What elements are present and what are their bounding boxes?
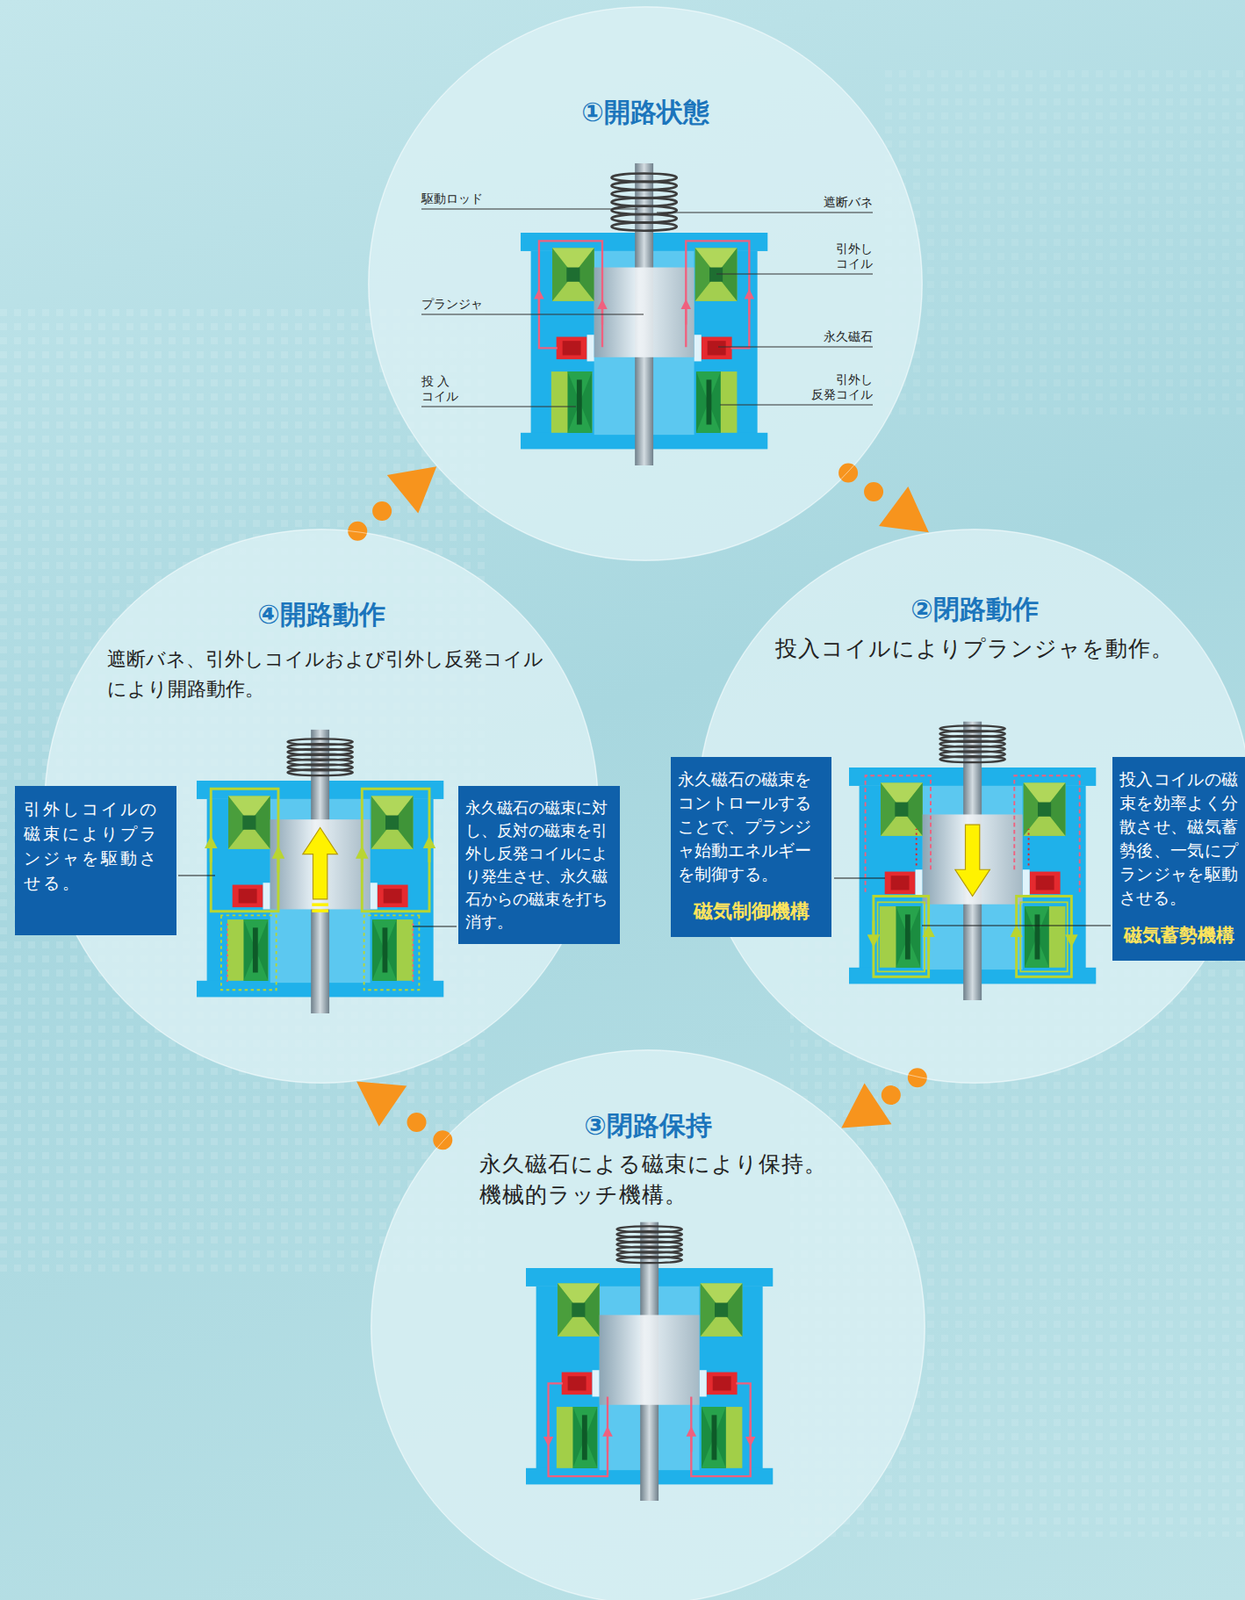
callout-box: 引外しコイルの磁束によりプランジャを駆動させる。 [14, 785, 177, 936]
circle-fill [367, 6, 923, 562]
state-title: ③閉路保持 [370, 1109, 926, 1142]
cycle-arrow [357, 466, 437, 532]
mechanism-closed-hold [690, 1382, 750, 1476]
mechanism-closing [922, 813, 1023, 904]
leader-line [718, 346, 873, 348]
mechanism-open-state [539, 240, 603, 348]
mechanism-open-state [594, 267, 695, 358]
callout-leader [412, 925, 457, 927]
dotted-line [403, 1112, 443, 1140]
callout-box: 永久磁石の磁束に対し、反対の磁束を引外し反発コイルにより発生させ、永久磁石からの… [458, 785, 620, 944]
mechanism-closing [865, 775, 931, 977]
mechanism-closed-hold [548, 1382, 608, 1476]
leader-line [421, 406, 576, 408]
circle-outline [368, 7, 922, 561]
mechanism-opening [196, 729, 444, 1014]
mechanism-opening [311, 902, 329, 906]
part-label: プランジャ [421, 296, 483, 312]
mechanism-opening [361, 788, 430, 990]
mechanism-open-state [611, 173, 677, 231]
arrow-head [387, 466, 437, 513]
cycle-arrow [356, 1080, 443, 1140]
mechanism-opening [287, 738, 353, 776]
part-label: 永久磁石 [802, 329, 873, 345]
circle-outline [367, 6, 923, 562]
state-title: ②閉路動作 [697, 593, 1245, 626]
arrow-head [878, 486, 929, 533]
callout-text: 永久磁石の磁束に対し、反対の磁束を引外し反発コイルにより発生させ、永久磁石からの… [465, 796, 613, 934]
dotted-line [357, 502, 393, 532]
circle-outline [371, 1050, 925, 1600]
mechanism-opening [361, 788, 430, 990]
leader-line [421, 208, 638, 210]
callout-text: 引外しコイルの磁束によりプランジャを駆動させる。 [23, 796, 168, 895]
callout-leader [921, 924, 1111, 926]
mechanism-closed-hold [690, 1382, 750, 1476]
callout-box: 投入コイルの磁束を効率よく分散させ、磁気蓄勢後、一気にプランジャを駆動させる。磁… [1112, 756, 1245, 961]
leader-line [719, 404, 873, 406]
cycle-arrow [848, 473, 929, 533]
state-circle: ④開路動作遮断バネ、引外しコイルおよび引外し反発コイルにより開路動作。引外しコイ… [43, 528, 599, 1084]
arrow-head [841, 1083, 892, 1129]
callout-text: 永久磁石の磁束をコントロールすることで、プランジャ始動エネルギーを制御する。 [677, 767, 825, 886]
arrow-head [356, 1080, 407, 1126]
part-label: 引外し 反発コイル [802, 372, 873, 403]
callout-leader [178, 874, 216, 876]
part-label: 遮断バネ [802, 194, 873, 210]
mechanism-closing [1014, 775, 1080, 977]
leader-line [656, 212, 873, 214]
part-label: 投 入 コイル [421, 374, 468, 404]
mechanism-opening [302, 827, 339, 899]
cycle-arrow [841, 1077, 918, 1128]
state-circle: ①開路状態 [367, 6, 923, 562]
mechanism-opening [311, 908, 329, 912]
leader-line [716, 273, 873, 275]
state-description: 投入コイルによりプランジャを動作。 [697, 633, 1245, 664]
mechanism-closed-hold [525, 1222, 773, 1501]
dotted-line [848, 473, 884, 500]
part-label: 引外し コイル [820, 241, 873, 272]
callout-box: 永久磁石の磁束をコントロールすることで、プランジャ始動エネルギーを制御する。磁気… [670, 756, 832, 937]
dotted-line [888, 1077, 918, 1097]
mechanism-open-state [685, 240, 749, 348]
mechanism-closing [849, 721, 1096, 1001]
callout-text: 投入コイルの磁束を効率よく分散させ、磁気蓄勢後、一気にプランジャを駆動させる。 [1119, 767, 1238, 910]
digital-pattern [0, 307, 492, 1274]
state-title: ④開路動作 [43, 598, 599, 631]
mechanism-opening [270, 819, 371, 909]
mechanism-closed-hold [599, 1314, 700, 1404]
mechanism-closing [1014, 775, 1080, 977]
leader-line [421, 208, 873, 407]
leader-line [421, 314, 644, 316]
mechanism-opening [210, 788, 279, 990]
mechanism-open-state [685, 240, 749, 348]
mechanism-closed-hold [616, 1225, 682, 1263]
digital-pattern [877, 70, 1245, 422]
state-circle: ②閉路動作投入コイルによりプランジャを動作。永久磁石の磁束をコントロールすること… [697, 528, 1245, 1084]
state-title: ①開路状態 [367, 96, 923, 129]
mechanism-closing [939, 725, 1005, 763]
part-label: 駆動ロッド [421, 191, 483, 207]
state-description: 永久磁石による磁束により保持。 機械的ラッチ機構。 [479, 1148, 866, 1210]
mechanism-closing [955, 824, 991, 896]
mechanism-name: 磁気蓄勢機構 [1119, 921, 1238, 949]
state-description: 遮断バネ、引外しコイルおよび引外し反発コイルにより開路動作。 [107, 644, 547, 705]
callout-leader [834, 877, 886, 878]
state-circle: ③閉路保持永久磁石による磁束により保持。 機械的ラッチ機構。 [370, 1049, 926, 1600]
mechanism-name: 磁気制御機構 [677, 898, 825, 925]
circle-fill [370, 1049, 926, 1600]
callout-leader [178, 875, 1111, 927]
